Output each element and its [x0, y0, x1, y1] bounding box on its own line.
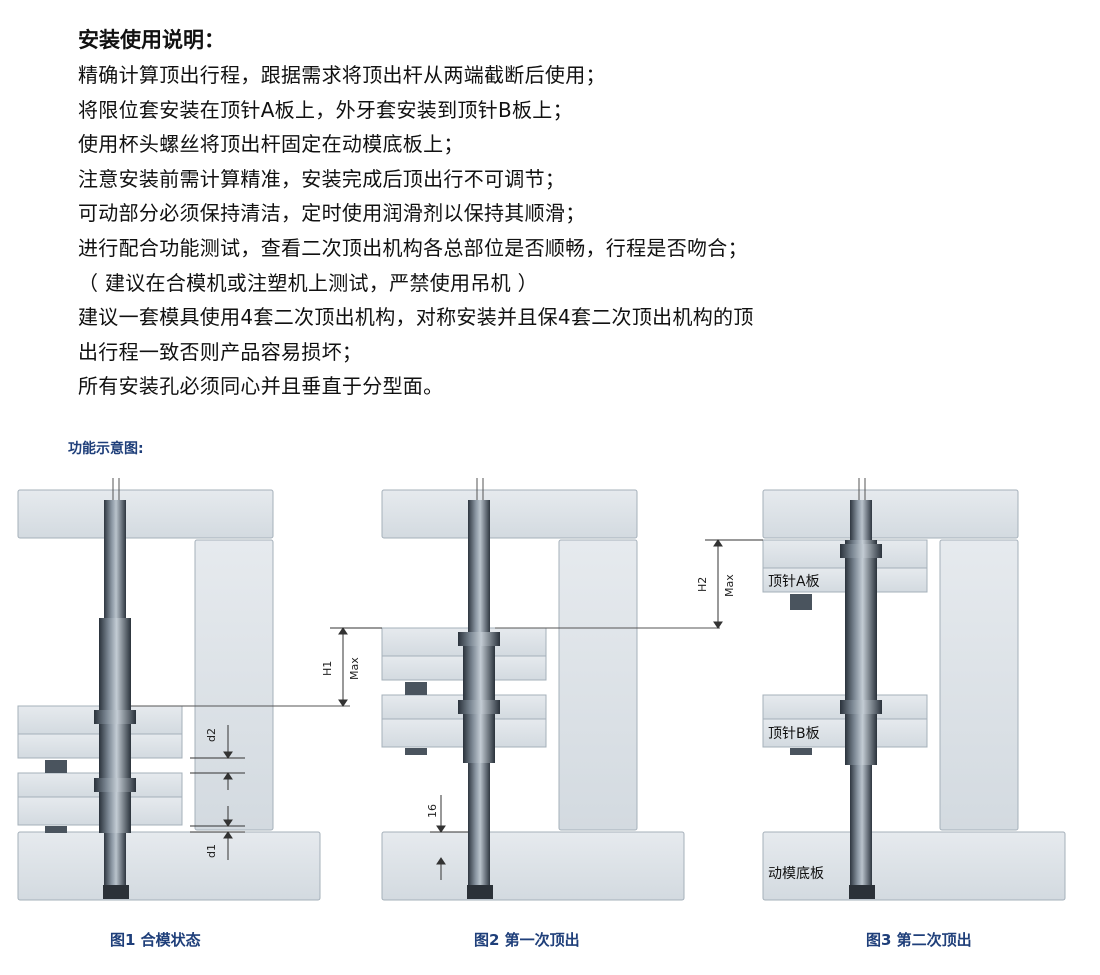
plate-b-label: 顶针B板	[768, 726, 820, 742]
stop-pin	[790, 594, 812, 610]
bottom-plate-label: 动模底板	[768, 866, 824, 882]
dimension-d1	[190, 806, 245, 860]
function-diagram-title: 功能示意图:	[68, 441, 144, 457]
cap-screw	[103, 885, 129, 899]
ejector-rod	[850, 500, 872, 545]
instruction-line: 精确计算顶出行程，跟据需求将顶出杆从两端截断后使用；	[78, 63, 606, 87]
instruction-line: 将限位套安装在顶针A板上，外牙套安装到顶针B板上；	[78, 97, 573, 122]
ejector-rod-lower	[104, 833, 126, 888]
dimension-h1-label: H1	[321, 661, 334, 676]
ejector-rod-collar	[94, 710, 136, 724]
instruction-line: 注意安装前需计算精准，安装完成后顶出行不可调节；	[78, 166, 566, 191]
dimension-stroke-16	[430, 795, 468, 880]
instruction-line: （ 建议在合模机或注塑机上测试，严禁使用吊机 ）	[78, 270, 538, 295]
support-pillar	[558, 539, 638, 831]
ejector-rod-sleeve	[99, 618, 131, 833]
instruction-line: 使用杯头螺丝将顶出杆固定在动模底板上；	[78, 132, 464, 157]
instructions-title: 安装使用说明：	[78, 28, 225, 52]
ejector-rod-collar	[94, 778, 136, 792]
dimension-stroke-label: 16	[426, 804, 439, 818]
top-clamp-plate	[17, 489, 274, 539]
bottom-clamp-plate	[17, 831, 321, 901]
support-pillar	[194, 539, 274, 831]
plate-a-label: 顶针A板	[768, 574, 820, 590]
instruction-line: 建议一套模具使用4套二次顶出机构，对称安装并且保4套二次顶出机构的顶	[78, 305, 754, 330]
dimension-d1-label: d1	[205, 844, 218, 858]
top-clamp-plate	[762, 489, 1019, 539]
ejector-rod	[104, 500, 126, 620]
ejector-rod-sleeve	[463, 633, 495, 763]
ejector-rod-lower	[468, 763, 490, 888]
dimension-d2	[190, 725, 245, 790]
stop-pin	[405, 748, 427, 755]
ejector-rod-sleeve	[845, 540, 877, 765]
cap-screw	[849, 885, 875, 899]
instruction-line: 进行配合功能测试，查看二次顶出机构各总部位是否顺畅，行程是否吻合；	[78, 235, 748, 260]
stop-pin	[790, 748, 812, 755]
dimension-h1-max: Max	[348, 657, 361, 680]
ejector-rod-lower	[850, 765, 872, 888]
ejector-rod-collar	[840, 700, 882, 714]
instruction-line: 可动部分必须保持清洁，定时使用润滑剂以保持其顺滑；	[78, 201, 586, 226]
bottom-clamp-plate	[381, 831, 685, 901]
dimension-h2	[705, 539, 763, 629]
dimension-h1	[330, 627, 382, 707]
instruction-line: 所有安装孔必须同心并且垂直于分型面。	[78, 374, 444, 399]
stop-pin	[405, 682, 427, 695]
stop-pin	[45, 760, 67, 773]
ejector-rod-collar	[840, 544, 882, 558]
figure-2-caption: 图2 第一次顶出	[474, 931, 580, 949]
instruction-line: 出行程一致否则产品容易损坏；	[78, 339, 363, 364]
top-clamp-plate	[381, 489, 638, 539]
figure-3-caption: 图3 第二次顶出	[866, 931, 972, 949]
ejector-rod-collar	[458, 700, 500, 714]
dimension-h2-max: Max	[723, 574, 736, 597]
ejector-rod	[468, 500, 490, 635]
ejector-rod-collar	[458, 632, 500, 646]
dimension-h2-label: H2	[696, 577, 709, 592]
figure-2-first-ejection: H1 Max 16 图2 第一次顶出	[321, 478, 720, 949]
figure-1-caption: 图1 合模状态	[110, 931, 201, 949]
cap-screw	[467, 885, 493, 899]
installation-instructions: 安装使用说明： 精确计算顶出行程，跟据需求将顶出杆从两端截断后使用； 将限位套安…	[78, 22, 1078, 404]
support-pillar	[939, 539, 1019, 831]
bottom-clamp-plate	[762, 831, 1066, 901]
figure-3-second-ejection: H2 Max 顶针A板 顶针B板 动模底板 图3 第二次顶出	[696, 478, 1066, 949]
stop-pin	[45, 826, 67, 833]
dimension-d2-label: d2	[205, 728, 218, 742]
figure-1-closed: d2 d1 图1 合模状态	[17, 478, 350, 949]
